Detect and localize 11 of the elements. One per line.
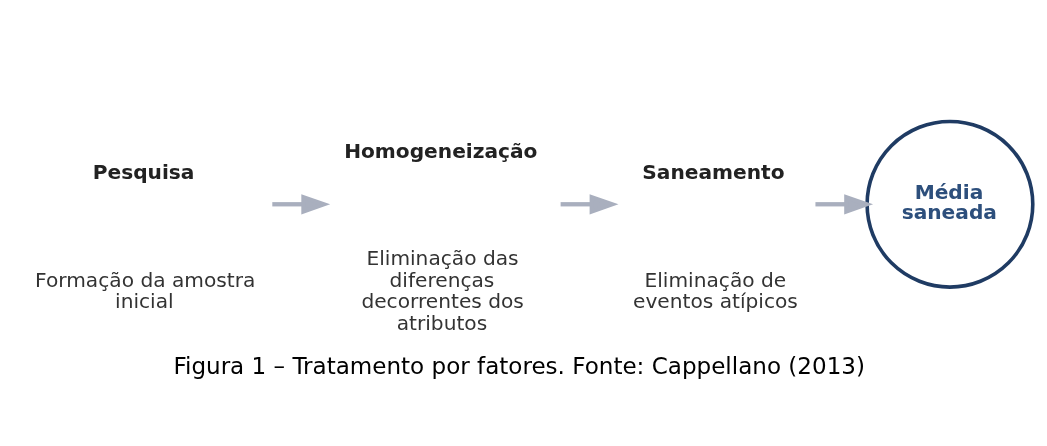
node-text: Homogeneização (344, 138, 538, 163)
node-label: Eliminação das diferenças decorrentes dos atributos (361, 246, 524, 335)
arrow (815, 194, 874, 215)
node-text: Saneamento (642, 160, 785, 185)
arrow (560, 194, 619, 215)
node-text: Pesquisa (92, 160, 195, 185)
node-label: Formação da amostra inicial (35, 267, 256, 314)
caption: Figura 1 – Tratamento por fatores. Fonte: Cappellano (2013) (173, 352, 865, 379)
node-circle: Média saneada (865, 119, 1035, 289)
arrow (272, 194, 331, 215)
node-label: Eliminação de eventos atípicos (632, 267, 798, 314)
